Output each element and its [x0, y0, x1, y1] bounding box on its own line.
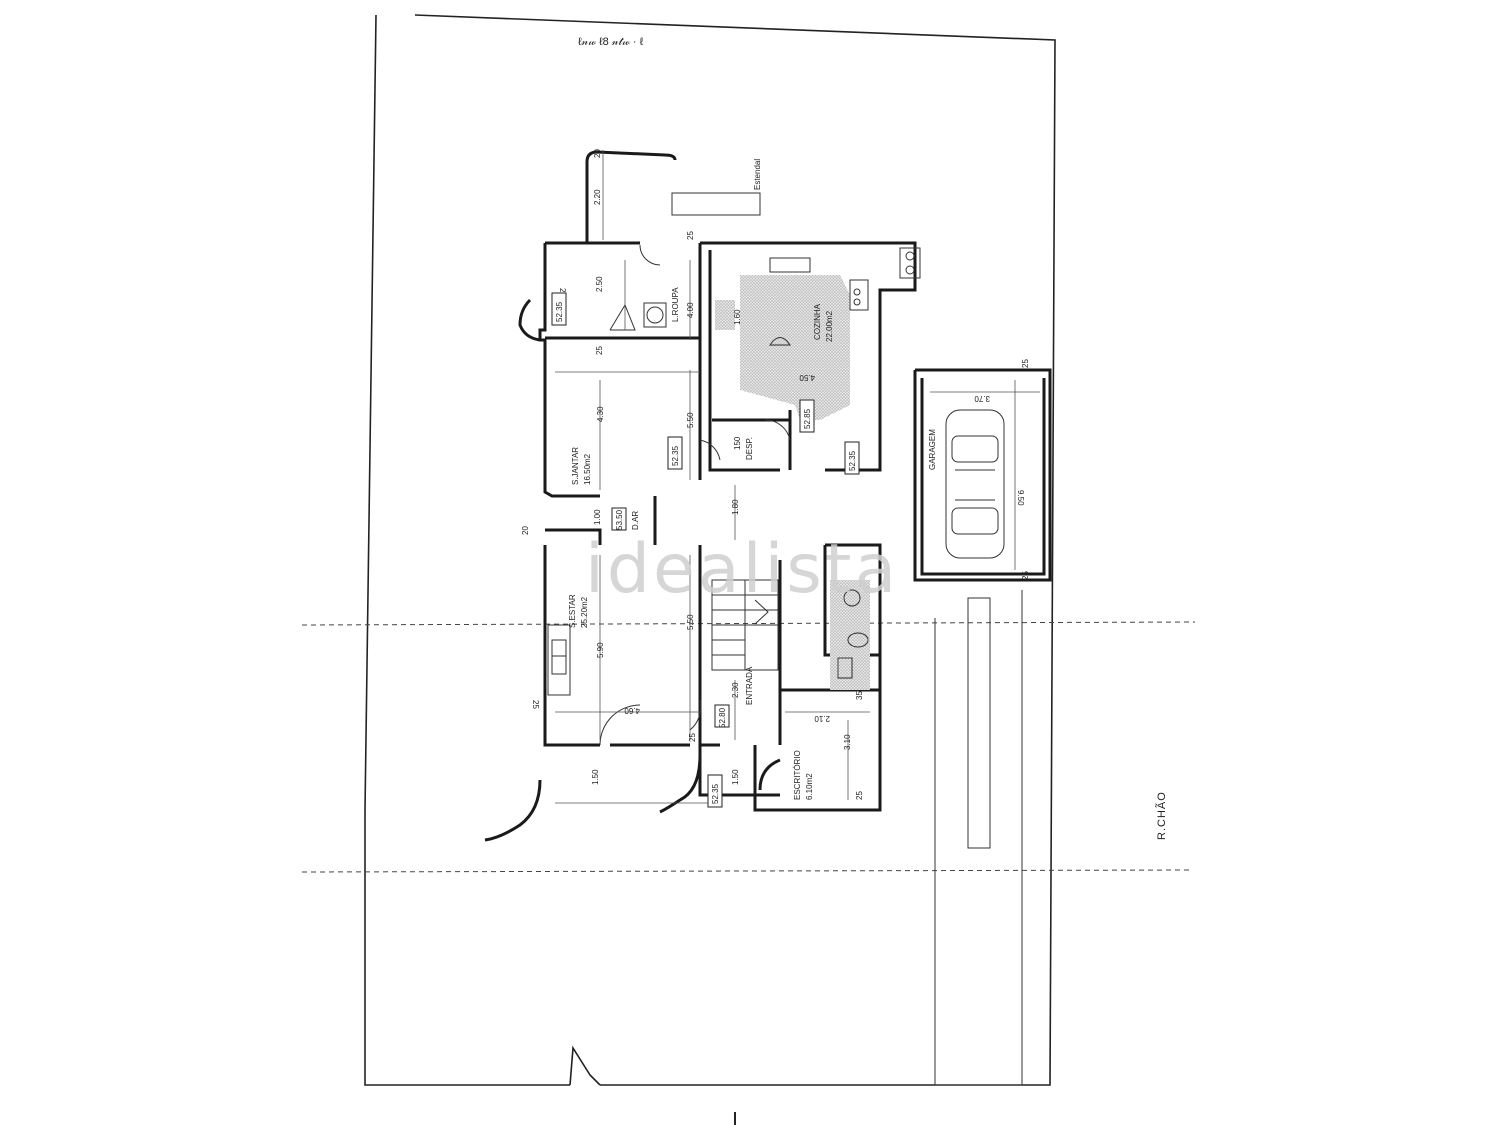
level-tag: 52.35: [555, 301, 564, 322]
dim-label: 25: [1021, 359, 1030, 368]
escritorio-label: ESCRITÓRIO: [793, 750, 802, 800]
level-tag: 52.80: [718, 707, 727, 728]
dim-label: 25: [531, 700, 540, 709]
kitchen-floor: COZINHA 22.00m2: [715, 257, 869, 420]
dim-label: 3.70: [974, 394, 990, 403]
dim-label: 4.60: [624, 706, 640, 715]
car-icon: [945, 409, 1005, 559]
plot-boundary: [364, 14, 1056, 1086]
dim-label: 150: [733, 436, 742, 450]
watermark-text: idealista: [585, 530, 899, 609]
dim-label: 4.30: [596, 406, 605, 422]
doors: [599, 244, 791, 746]
dim-label: 25: [1021, 571, 1030, 580]
dim-label: 5.50: [686, 412, 695, 428]
level-tags: 52.35 52.35 52.35 52.85 52.35 53.50 52.8…: [551, 292, 860, 808]
garden-wall: Estendal: [585, 150, 762, 243]
dim-label: 35: [855, 691, 864, 700]
entrance-curves: [484, 298, 781, 842]
dim-label: 4.50: [799, 373, 815, 382]
despensa-label: DESP.: [745, 437, 754, 460]
level-tag: 52.35: [711, 783, 720, 804]
dim-label: 25: [686, 231, 695, 240]
header-scribble: ℓ𝓃𝓌 ℓ8 𝓃𝓉𝓌 · ℓ: [578, 36, 644, 48]
dim-label: 2.10: [814, 714, 830, 723]
estendal-label: Estendal: [753, 159, 762, 190]
garage: GARAGEM: [899, 247, 1052, 582]
laundry: L.ROUPA: [609, 287, 680, 331]
dim-label: 1.50: [591, 769, 600, 785]
stairs: [711, 579, 779, 671]
dim-label: 25: [595, 346, 604, 355]
street-label: R.CHÃO: [1155, 791, 1168, 840]
dim-label: 3.10: [843, 734, 852, 750]
level-tag: 52.35: [671, 445, 680, 466]
dim-label: 2.20: [593, 189, 602, 205]
lavandaria-label: L.ROUPA: [671, 287, 680, 322]
sala-jantar-label: S.JANTAR: [571, 447, 580, 485]
dim-label: 2.50: [595, 276, 604, 292]
dim-label: 5.50: [686, 614, 695, 630]
dim-label: 25: [855, 791, 864, 800]
room-labels: S.JANTAR 16.50m2 S.ESTAR 25.20m2 ENTRADA…: [568, 437, 814, 800]
dim-label: 1.00: [593, 509, 602, 525]
bathroom: [830, 580, 870, 690]
driveway: [934, 590, 1023, 1086]
level-tag: 53.50: [615, 509, 624, 530]
cozinha-label: COZINHA: [813, 303, 822, 340]
dim-label: 9.50: [1016, 490, 1025, 506]
dimension-labels: 2.20 20 25 2.50 2.40 4.00 5.50 4.30 5.90…: [521, 149, 1030, 800]
dim-label: 5.90: [596, 642, 605, 658]
sala-jantar-area: 16.50m2: [583, 453, 592, 485]
dim-label: 1.60: [733, 309, 742, 325]
sala-estar-area: 25.20m2: [580, 596, 589, 628]
ar-label: D.AR: [631, 511, 640, 530]
dim-label: 4.00: [686, 302, 695, 318]
garagem-label: GARAGEM: [928, 429, 937, 470]
section-lines: [301, 621, 1196, 873]
entrada-label: ENTRADA: [745, 666, 754, 705]
dim-label: 25: [688, 733, 697, 742]
escritorio-area: 6.10m2: [805, 773, 814, 800]
dimension-lines: [555, 150, 1040, 804]
dim-label: 1.50: [731, 769, 740, 785]
cozinha-area: 22.00m2: [825, 310, 834, 342]
sala-estar-label: S.ESTAR: [568, 594, 577, 628]
dim-label: 1.80: [731, 499, 740, 515]
level-tag: 52.85: [803, 408, 812, 429]
dim-label: 2.30: [731, 682, 740, 698]
fireplace-icon: [547, 624, 571, 696]
dim-label: 20: [593, 149, 602, 158]
level-tag: 52.35: [848, 450, 857, 471]
dim-label: 20: [521, 526, 530, 535]
